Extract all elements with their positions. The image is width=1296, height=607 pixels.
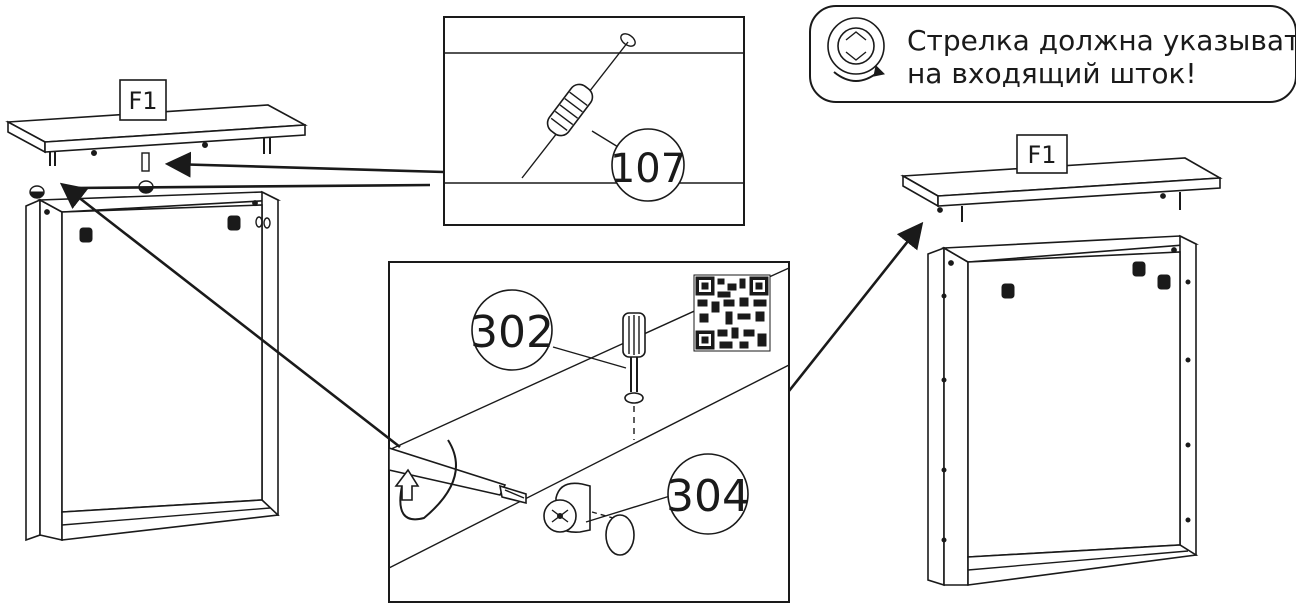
left-part-label-box xyxy=(119,79,167,121)
screw-callout-label: 302 xyxy=(470,307,554,358)
dowel-callout-label: 107 xyxy=(610,146,686,192)
cam-lock-callout-label: 304 xyxy=(666,471,750,522)
qr-code-icon xyxy=(693,274,771,352)
screw-icon xyxy=(622,312,646,440)
note-line-1: Стрелка должна указывать xyxy=(907,24,1296,57)
rotate-arrow-icon xyxy=(394,439,457,521)
right-part-label: F1 xyxy=(1027,141,1056,169)
right-top-panel: F1 xyxy=(900,134,1223,222)
dowel-icon xyxy=(546,83,594,137)
right-cabinet: F1 xyxy=(900,134,1223,587)
left-cabinet: F1 xyxy=(5,79,431,542)
left-part-label: F1 xyxy=(128,87,157,115)
cam-lock-icon xyxy=(543,482,591,533)
note-line-2: на входящий шток! xyxy=(907,57,1197,90)
right-part-label-box xyxy=(1016,134,1068,174)
screwdriver-icon xyxy=(388,446,527,505)
left-carcass xyxy=(25,190,282,542)
cam-lock-arrow-icon xyxy=(827,17,886,82)
right-carcass xyxy=(927,234,1199,587)
left-top-panel: F1 xyxy=(5,79,308,172)
cam-lock-detail-box: 302 304 xyxy=(388,261,790,603)
dowel-detail-box: 107 xyxy=(443,16,745,226)
orientation-note: Стрелка должна указывать на входящий што… xyxy=(809,5,1296,103)
